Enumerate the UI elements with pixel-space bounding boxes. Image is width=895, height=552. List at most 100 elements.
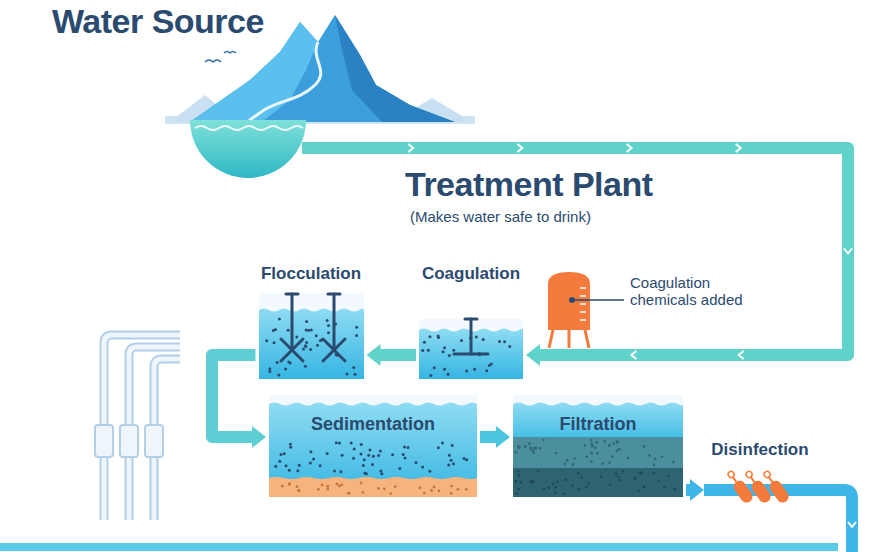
heading: Water Source [52,2,264,41]
tank-drawing-part [442,350,445,353]
tank-drawing-part [438,490,441,493]
tank-drawing-part [590,439,593,442]
tank-drawing-part [437,446,440,449]
pipe-line [480,431,497,443]
tank-drawing-part [760,469,790,505]
tank-drawing-part [616,441,619,444]
tank-drawing-part [517,470,520,473]
tank-drawing-part [362,464,365,467]
tank-drawing-part [280,453,283,456]
flow-chevron [844,249,852,254]
tank-drawing-part [419,487,422,490]
tank-drawing-part [573,457,576,460]
tank-drawing-part [298,464,301,467]
tank-drawing-part [281,485,284,488]
tank-drawing-part [548,272,590,330]
tank-drawing-part [327,331,330,334]
tank-drawing-part-part [731,478,755,505]
tank-drawing-part-part [454,353,488,356]
tank-drawing-part [447,373,450,376]
tank-drawing-part [355,334,358,337]
tank-drawing-part [519,481,522,484]
tank-drawing-part [350,442,353,445]
disinfection-unit: Disinfection [704,440,816,510]
mountain-part [224,52,236,54]
tank-drawing-part [564,479,567,482]
tank-drawing-part [347,492,350,495]
tank-drawing-part [447,464,450,467]
tank-drawing-part [353,448,356,451]
tank-drawing-part [448,354,451,357]
tank-drawing-part [362,491,365,494]
tank-drawing-part [295,336,298,339]
tank-drawing-part [285,464,288,467]
tank-drawing-part [305,320,308,323]
building-outline-part [348,198,376,208]
tank-drawing-part [319,464,322,467]
tank-drawing-part [288,469,291,472]
tank-drawing-part [508,345,511,348]
tank-drawing-part-part [580,295,586,297]
tank-drawing-part-part [580,311,586,313]
tank-drawing-part [278,460,281,463]
tank-drawing-part [596,452,599,455]
tank-drawing-part [423,341,426,344]
tank-drawing-part-part [548,272,590,330]
mountain-part [335,15,455,122]
tank-drawing-part [627,456,630,459]
tank-drawing-part [389,492,392,495]
tank-drawing-part [314,334,317,337]
tank-drawing-part [275,361,278,364]
tank-drawing-part-part [281,339,303,361]
tank-drawing-part-part [290,294,293,350]
tank-drawing-part [517,488,520,491]
tank-drawing-part [303,365,306,368]
tank-drawing-part [667,475,670,478]
tank-drawing-part [345,373,348,376]
tank-drawing-part [371,463,374,466]
tank-drawing-part [321,484,324,487]
tank-drawing-part [326,452,329,455]
tank-drawing-part [418,318,525,381]
tank-drawing-part [572,299,624,301]
tank-drawing-part [554,492,557,495]
tank-drawing-part [585,486,588,489]
tank-drawing-part [524,445,527,448]
tank-drawing-part [421,466,424,469]
tank-drawing-part-part [745,470,753,478]
tank-drawing-part [372,455,375,458]
tank-drawing-part [587,482,590,485]
tank-drawing-part [429,374,432,377]
tank-drawing-part [617,475,620,478]
tank-drawing-part [475,336,478,339]
tank-drawing-part [603,440,606,443]
tank-drawing-part [403,445,406,448]
tank-drawing-part [463,457,466,460]
side-pipes-part [104,335,180,520]
tank-drawing-part [407,446,410,449]
tank-drawing-part [427,349,430,352]
tank-drawing-part [724,469,754,505]
arrow-head [367,344,381,366]
lake [190,120,306,178]
tank-drawing-part [443,368,446,371]
heading: Disinfection [711,440,808,460]
tank-drawing-part [515,451,518,454]
tank-drawing-part-part [470,319,473,354]
tank-drawing-part [616,440,619,443]
tank-drawing-part [415,461,418,464]
tank-drawing-part [515,480,518,483]
tank-drawing-part-part [749,478,773,505]
tank-drawing-part [398,467,401,470]
tank-drawing-part [515,492,518,495]
tank-drawing-part [465,488,468,491]
tank-drawing-part [284,368,287,371]
tank-drawing-part [360,453,363,456]
tank-drawing-part [379,449,382,452]
tank-drawing-part [286,329,289,332]
building-outline-part [212,272,232,281]
tank-drawing [266,392,480,500]
tank-drawing-part [460,339,463,342]
tank-drawing-part [298,489,301,492]
tank-drawing-part [591,445,594,448]
